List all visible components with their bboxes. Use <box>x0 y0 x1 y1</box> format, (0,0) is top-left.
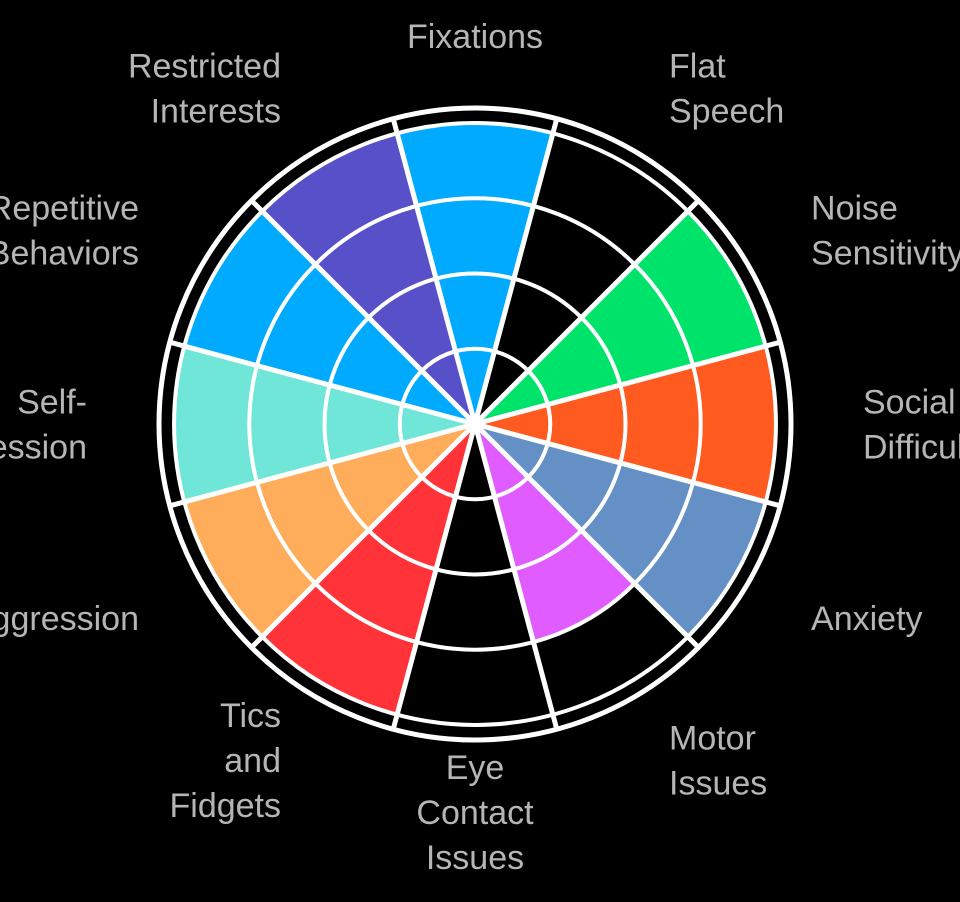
wedge-restricted-interests <box>262 133 475 425</box>
wedge-aggression <box>184 424 476 637</box>
chart-grid <box>156 105 794 743</box>
grid-spoke <box>249 422 477 650</box>
grid-spoke <box>473 198 701 426</box>
wedge-motor-issues <box>475 424 635 643</box>
label-self-aggression: Self-Aggression <box>0 384 87 467</box>
grid-spoke <box>390 423 478 730</box>
grid-spoke <box>472 423 560 730</box>
grid-spoke <box>169 421 476 509</box>
grid-spoke <box>473 422 701 650</box>
wedge-anxiety <box>475 424 766 637</box>
grid-ring <box>397 346 553 502</box>
grid-spoke <box>390 118 478 425</box>
label-fixations: Fixations <box>407 18 543 56</box>
grid-ring <box>172 121 778 727</box>
grid-spoke <box>169 339 476 427</box>
label-anxiety: Anxiety <box>811 600 923 638</box>
wedge-tics-and-fidgets <box>262 424 475 715</box>
grid-spoke <box>472 118 560 425</box>
wedge-repetitive-behaviors <box>184 211 476 424</box>
grid-spoke <box>474 421 781 509</box>
grid-spoke <box>474 339 781 427</box>
label-social-difficulty: SocialDifficulty <box>863 384 960 467</box>
grid-ring <box>322 271 628 577</box>
label-aggression: Aggression <box>0 600 139 638</box>
wedge-noise-sensitivity <box>475 211 766 424</box>
outer-circle <box>156 105 794 743</box>
grid-ring <box>247 196 703 652</box>
grid-spoke <box>249 198 477 426</box>
